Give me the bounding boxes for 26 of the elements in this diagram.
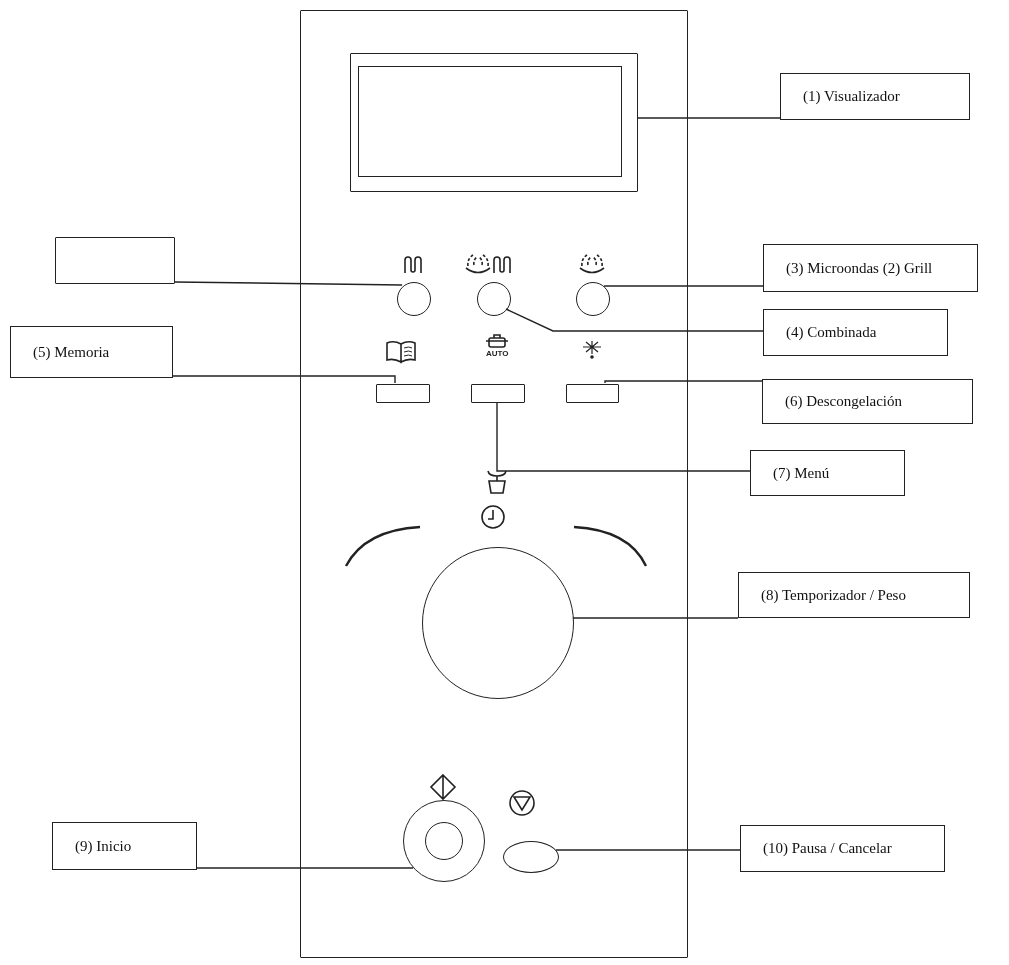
leader-line bbox=[572, 617, 739, 619]
callout-label: (9) Inicio bbox=[52, 822, 197, 870]
callout-label: (5) Memoria bbox=[10, 326, 173, 378]
leader-line bbox=[604, 380, 763, 384]
rectangular-button bbox=[376, 384, 430, 403]
rectangular-button bbox=[566, 384, 619, 403]
display-screen bbox=[350, 53, 638, 192]
leader-line bbox=[496, 401, 751, 472]
leader-line bbox=[174, 281, 403, 286]
leader-line bbox=[172, 375, 396, 384]
callout-label: (10) Pausa / Cancelar bbox=[740, 825, 945, 872]
leader-line bbox=[636, 117, 781, 119]
control-panel bbox=[300, 10, 688, 958]
rectangular-button bbox=[471, 384, 525, 403]
callout-label: (7) Menú bbox=[750, 450, 905, 496]
callout-label: (6) Descongelación bbox=[762, 379, 973, 424]
callout-label: (3) Microondas (2) Grill bbox=[763, 244, 978, 292]
callout-label: (8) Temporizador / Peso bbox=[738, 572, 970, 618]
callout-label: (4) Combinada bbox=[763, 309, 948, 356]
leader-line bbox=[196, 867, 414, 869]
callout-label: (1) Visualizador bbox=[780, 73, 970, 120]
empty-callout-box bbox=[55, 237, 175, 284]
mode-label: AUTO bbox=[486, 350, 509, 358]
leader-line bbox=[555, 849, 741, 851]
leader-line bbox=[505, 308, 764, 332]
leader-line bbox=[603, 285, 764, 287]
